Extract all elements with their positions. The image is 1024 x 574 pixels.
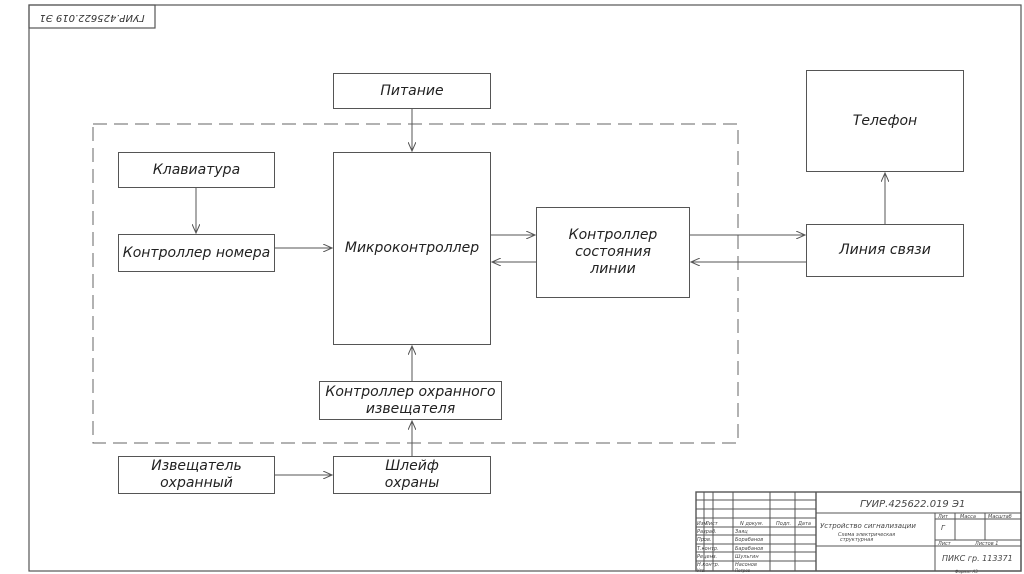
tb-sheet: Лист (937, 541, 952, 547)
tb-subtitle2: структурная (840, 537, 873, 543)
tb-role: Т.контр. (697, 546, 719, 552)
block-number-controller: Контроллер номера (118, 234, 275, 272)
tb-mass-header: Масса (960, 514, 976, 520)
block-phone: Телефон (806, 70, 964, 172)
tb-col-header: Изм (697, 521, 707, 527)
arrows (196, 109, 885, 475)
block-detector-controller: Контроллер охранного извещателя (319, 381, 502, 420)
tb-name: Заяц (735, 529, 748, 535)
tb-sheets: Листов 1 (974, 541, 998, 547)
title-block (695, 491, 1022, 572)
block-security-detector: Извещатель охранный (118, 456, 275, 494)
tb-col-header: N докум. (740, 521, 763, 527)
tb-role: Разраб. (697, 529, 717, 535)
tb-org: ПИКС гр. 113371 (942, 554, 1013, 563)
block-keyboard: Клавиатура (118, 152, 275, 188)
tb-subtitle1: Схема электрическая (838, 532, 895, 538)
block-power: Питание (333, 73, 491, 109)
tb-code: ГУИР.425622.019 Э1 (860, 499, 965, 510)
tb-name: Петров (735, 568, 751, 573)
tb-col-header: Дата (797, 521, 811, 527)
tb-lit-value: Г (941, 524, 946, 532)
top-stamp-frame (28, 4, 156, 29)
block-mcu: Микроконтроллер (333, 152, 491, 345)
tb-scale-header: Масштаб (988, 514, 1012, 520)
block-line-state-controller: Контроллер состояния линии (536, 207, 690, 298)
sheet-frame (28, 4, 1022, 572)
tb-col-header: Лист (704, 521, 719, 527)
tb-role: Пров. (697, 537, 712, 543)
tb-name: Шульгин (735, 554, 759, 560)
tb-title: Устройство сигнализации (820, 522, 916, 530)
block-security-loop: Шлейф охраны (333, 456, 491, 494)
tb-role: Утв. (697, 568, 705, 573)
tb-name: Борабанов (735, 537, 763, 543)
tb-name: Барабанов (735, 546, 763, 552)
tb-role: Н.контр. (697, 562, 719, 568)
top-stamp-text: ГУИР.425622.019 Э1 (39, 12, 144, 23)
device-boundary-dashed (92, 123, 739, 444)
tb-role: Реценз. (697, 554, 717, 560)
title-block-text: ГУИР.425622.019 Э1 Устройство сигнализац… (697, 499, 1013, 573)
tb-name: Насонов (735, 562, 757, 568)
format-label: Формат A3 (955, 569, 978, 574)
tb-col-header: Подп. (776, 521, 791, 527)
tb-lit-header: Лит (937, 514, 949, 520)
block-comm-line: Линия связи (806, 224, 964, 277)
